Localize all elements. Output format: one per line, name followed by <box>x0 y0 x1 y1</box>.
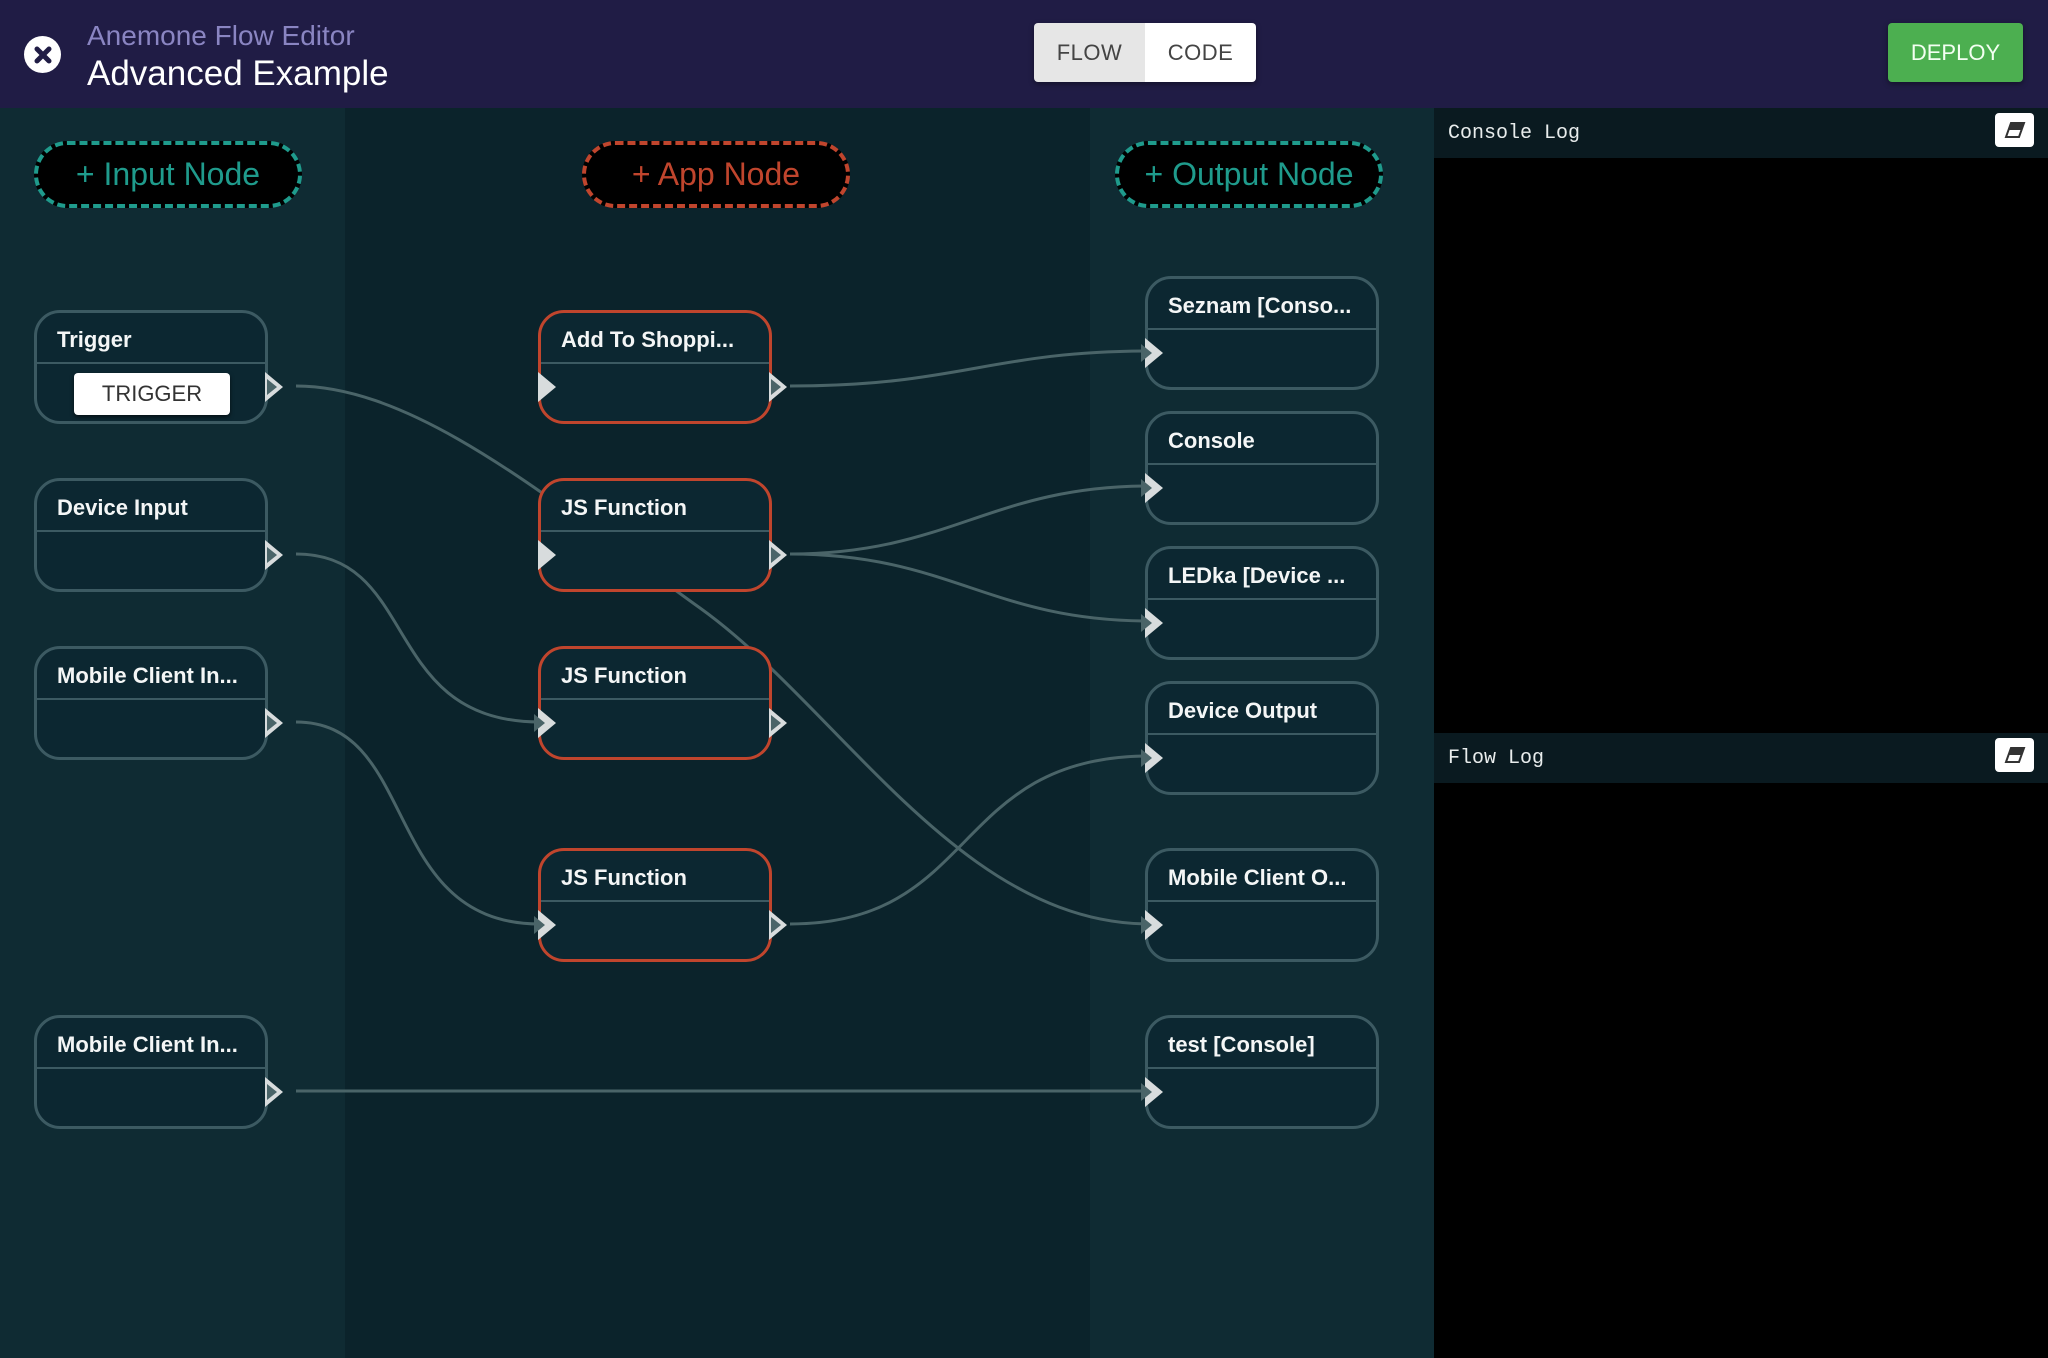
output-port-icon[interactable] <box>769 708 787 738</box>
app-node-js-function-1[interactable]: JS Function <box>538 478 787 592</box>
node-title: Trigger <box>57 327 132 352</box>
input-port-icon[interactable] <box>1141 338 1163 368</box>
node-divider <box>37 362 265 364</box>
flow-canvas[interactable]: + Input Node + App Node + Output Node Tr… <box>0 108 1434 1358</box>
eraser-icon <box>2004 747 2025 763</box>
input-port-icon[interactable] <box>1141 743 1163 773</box>
app-node-js-function-2[interactable]: JS Function <box>534 646 787 760</box>
node-divider <box>541 530 769 532</box>
flow-log-output[interactable] <box>1434 783 2048 1358</box>
view-tabs: FLOW CODE <box>1034 23 1256 82</box>
close-icon <box>34 46 51 63</box>
input-port-icon[interactable] <box>534 708 556 738</box>
wire-mobile-in-to-js3 <box>295 720 541 926</box>
eraser-icon <box>2004 122 2025 138</box>
add-input-node-button[interactable]: + Input Node <box>34 141 302 208</box>
node-divider <box>541 900 769 902</box>
node-divider <box>1148 1067 1376 1069</box>
output-node-mobile-client-out[interactable]: Mobile Client O... <box>1141 848 1379 962</box>
console-log-title: Console Log <box>1448 122 1581 145</box>
flow-title: Advanced Example <box>87 54 389 93</box>
input-node-mobile-client-in-1[interactable]: Mobile Client In... <box>34 646 283 760</box>
node-divider <box>1148 733 1376 735</box>
add-app-node-button[interactable]: + App Node <box>582 141 850 208</box>
flow-log-title: Flow Log <box>1448 747 1545 770</box>
wire-js3-to-device-output <box>789 754 1151 926</box>
node-divider <box>37 698 265 700</box>
node-title: LEDka [Device ... <box>1168 563 1346 588</box>
node-divider <box>541 698 769 700</box>
add-output-node-button[interactable]: + Output Node <box>1115 141 1383 208</box>
output-node-device-output[interactable]: Device Output <box>1141 681 1379 795</box>
input-port-icon[interactable] <box>1141 608 1163 638</box>
node-divider <box>37 530 265 532</box>
close-editor-button[interactable] <box>24 36 61 73</box>
output-port-icon[interactable] <box>265 1077 283 1107</box>
console-log-header: Console Log <box>1434 108 2048 158</box>
output-node-ledka[interactable]: LEDka [Device ... <box>1141 546 1379 660</box>
output-node-console[interactable]: Console <box>1141 411 1379 525</box>
output-port-icon[interactable] <box>265 540 283 570</box>
tab-code[interactable]: CODE <box>1145 23 1256 82</box>
console-log-output[interactable] <box>1434 158 2048 733</box>
wire-js1-to-ledka <box>789 552 1151 623</box>
app-name: Anemone Flow Editor <box>87 20 355 51</box>
app-node-js-function-3[interactable]: JS Function <box>534 848 787 962</box>
node-title: Device Input <box>57 495 188 520</box>
input-port-icon[interactable] <box>534 910 556 940</box>
node-title: Device Output <box>1168 698 1318 723</box>
clear-console-log-button[interactable] <box>1995 113 2034 147</box>
wire-trigger-to-mobile-client-out <box>295 384 1151 926</box>
output-port-icon[interactable] <box>769 540 787 570</box>
node-title: Add To Shoppi... <box>561 327 735 352</box>
flow-log-header: Flow Log <box>1434 733 2048 783</box>
wire-js1-to-console <box>789 484 1151 556</box>
node-title: test [Console] <box>1168 1032 1315 1057</box>
input-port-icon[interactable] <box>1141 910 1163 940</box>
node-title: Mobile Client O... <box>1168 865 1347 890</box>
output-port-icon[interactable] <box>769 910 787 940</box>
wire-device-input-to-js2 <box>295 552 541 724</box>
node-title: Mobile Client In... <box>57 1032 238 1057</box>
input-port-icon[interactable] <box>1141 1077 1163 1107</box>
deploy-button[interactable]: DEPLOY <box>1888 23 2023 82</box>
node-title: JS Function <box>561 865 687 890</box>
input-node-mobile-client-in-2[interactable]: Mobile Client In... <box>34 1015 283 1129</box>
output-port-icon[interactable] <box>265 708 283 738</box>
input-node-trigger[interactable]: Trigger TRIGGER <box>34 310 283 424</box>
input-port-icon[interactable] <box>538 372 556 402</box>
top-bar: Anemone Flow Editor Advanced Example FLO… <box>0 0 2048 108</box>
connections-layer <box>295 349 1151 1093</box>
clear-flow-log-button[interactable] <box>1995 738 2034 772</box>
log-panel: Console Log Flow Log <box>1434 108 2048 1358</box>
node-divider <box>541 362 769 364</box>
node-divider <box>37 1067 265 1069</box>
node-title: JS Function <box>561 663 687 688</box>
output-port-icon[interactable] <box>265 372 283 402</box>
node-divider <box>1148 463 1376 465</box>
output-node-test-console[interactable]: test [Console] <box>1141 1015 1379 1129</box>
tab-flow[interactable]: FLOW <box>1034 23 1145 82</box>
node-divider <box>1148 900 1376 902</box>
trigger-button[interactable]: TRIGGER <box>74 373 230 415</box>
node-title: Mobile Client In... <box>57 663 238 688</box>
node-title: Console <box>1168 428 1255 453</box>
node-title: JS Function <box>561 495 687 520</box>
app-node-add-to-shopping[interactable]: Add To Shoppi... <box>538 310 787 424</box>
output-node-seznam[interactable]: Seznam [Conso... <box>1141 276 1379 390</box>
node-divider <box>1148 598 1376 600</box>
input-port-icon[interactable] <box>538 540 556 570</box>
wire-add-to-seznam <box>789 349 1151 388</box>
node-title: Seznam [Conso... <box>1168 293 1352 318</box>
output-port-icon[interactable] <box>769 372 787 402</box>
input-port-icon[interactable] <box>1141 473 1163 503</box>
node-divider <box>1148 328 1376 330</box>
input-node-device-input[interactable]: Device Input <box>34 478 283 592</box>
